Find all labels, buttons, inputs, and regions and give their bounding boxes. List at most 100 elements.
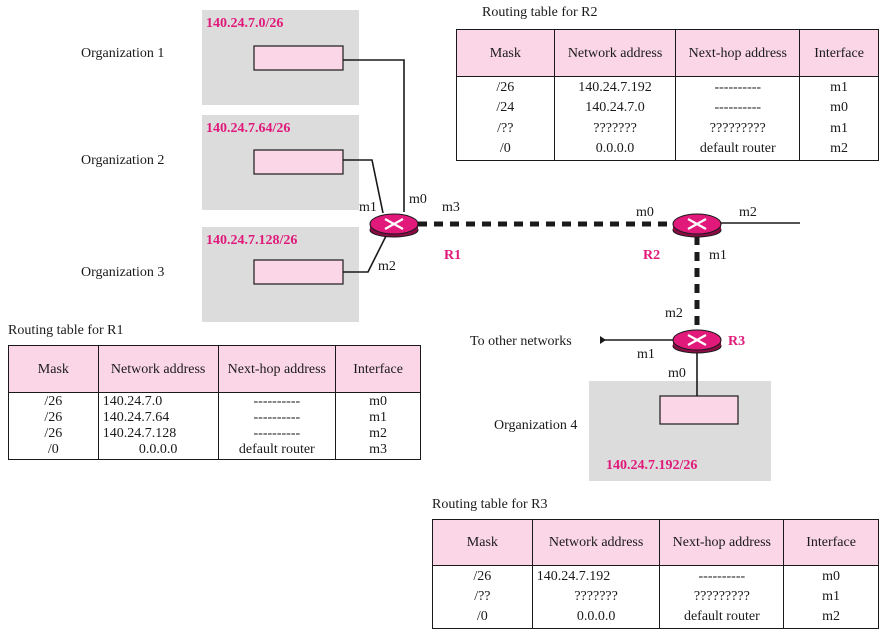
header-mask: Mask xyxy=(8,345,99,393)
org3-prefix: 140.24.7.128/26 xyxy=(206,233,297,248)
table-row: /26 140.24.7.128 ---------- m2 xyxy=(8,426,421,442)
cell: m1 xyxy=(799,76,879,98)
header-interface: Interface xyxy=(335,345,421,393)
r1-routing-table: Mask Network address Next-hop address In… xyxy=(8,345,421,460)
cell: ---------- xyxy=(217,426,337,442)
header-network: Network address xyxy=(553,29,677,77)
table-row: /0 0.0.0.0 default router m2 xyxy=(432,607,879,629)
cell: 0.0.0.0 xyxy=(553,139,677,161)
router-r3 xyxy=(672,329,722,354)
cell: default router xyxy=(675,139,801,161)
r1-m0: m0 xyxy=(409,192,427,207)
cell: m1 xyxy=(335,410,421,426)
org1-node xyxy=(253,45,344,71)
arrow-other xyxy=(600,336,606,344)
r3-routing-table: Mask Network address Next-hop address In… xyxy=(432,519,879,629)
link-r1-org1 xyxy=(343,59,405,212)
cell: ---------- xyxy=(659,565,785,587)
header-interface: Interface xyxy=(799,29,879,77)
table-row: /0 0.0.0.0 default router m2 xyxy=(456,139,879,161)
cell: m1 xyxy=(799,118,879,140)
router-r2 xyxy=(672,213,722,238)
r2-m1: m1 xyxy=(709,248,727,263)
cell: m2 xyxy=(783,607,879,629)
header-network: Network address xyxy=(97,345,219,393)
cell: m3 xyxy=(335,442,421,460)
cell: default router xyxy=(217,442,337,460)
cell: ---------- xyxy=(217,410,337,426)
r3-name: R3 xyxy=(728,334,745,349)
cell: ????????? xyxy=(659,586,785,608)
cell: 140.24.7.192 xyxy=(553,76,677,98)
org1-prefix: 140.24.7.0/26 xyxy=(206,16,283,31)
cell: default router xyxy=(659,607,785,629)
cell: ---------- xyxy=(675,97,801,119)
header-network: Network address xyxy=(531,519,661,566)
r1-m1: m1 xyxy=(359,200,377,215)
link-r1-org2 xyxy=(343,159,384,214)
cell: m0 xyxy=(783,565,879,587)
cell: /?? xyxy=(432,586,533,608)
org2-label: Organization 2 xyxy=(81,153,164,168)
header-interface: Interface xyxy=(783,519,879,566)
cell: /24 xyxy=(456,97,555,119)
r3-m1: m1 xyxy=(637,347,655,362)
r1-table-title: Routing table for R1 xyxy=(8,323,124,338)
header-mask: Mask xyxy=(456,29,555,77)
table-row: /26 140.24.7.64 ---------- m1 xyxy=(8,410,421,426)
cell: 140.24.7.128 xyxy=(97,426,219,442)
header-mask: Mask xyxy=(432,519,533,566)
org1-label: Organization 1 xyxy=(81,46,164,61)
org2-prefix: 140.24.7.64/26 xyxy=(206,121,290,136)
cell: /0 xyxy=(432,607,533,629)
router-r1 xyxy=(369,213,419,238)
r2-table-title: Routing table for R2 xyxy=(482,5,598,20)
table-row: /24 140.24.7.0 ---------- m0 xyxy=(456,97,879,119)
org4-node xyxy=(659,395,739,425)
header-next-hop: Next-hop address xyxy=(659,519,785,566)
cell: /26 xyxy=(8,426,99,442)
org3-node xyxy=(253,259,344,285)
cell: /26 xyxy=(8,392,99,410)
cell: 140.24.7.0 xyxy=(553,97,677,119)
cell: ---------- xyxy=(675,76,801,98)
link-r1-org3 xyxy=(343,235,387,273)
table-row: /?? ??????? ????????? m1 xyxy=(456,118,879,140)
cell: 140.24.7.192 xyxy=(531,565,661,587)
cell: ??????? xyxy=(531,586,661,608)
cell: ????????? xyxy=(675,118,801,140)
cell: m2 xyxy=(799,139,879,161)
cell: /26 xyxy=(456,76,555,98)
r2-routing-table: Mask Network address Next-hop address In… xyxy=(456,29,879,161)
header-next-hop: Next-hop address xyxy=(675,29,801,77)
r2-m2: m2 xyxy=(739,205,757,220)
header-next-hop: Next-hop address xyxy=(217,345,337,393)
r3-m0: m0 xyxy=(668,366,686,381)
cell: m2 xyxy=(335,426,421,442)
org4-prefix: 140.24.7.192/26 xyxy=(606,458,697,473)
cell: ---------- xyxy=(217,392,337,410)
org3-label: Organization 3 xyxy=(81,265,164,280)
cell: 140.24.7.64 xyxy=(97,410,219,426)
cell: m0 xyxy=(799,97,879,119)
cell: 0.0.0.0 xyxy=(531,607,661,629)
r2-m0: m0 xyxy=(636,205,654,220)
r1-name: R1 xyxy=(444,248,461,263)
r1-m2: m2 xyxy=(378,259,396,274)
cell: /0 xyxy=(456,139,555,161)
cell: 140.24.7.0 xyxy=(97,392,219,410)
cell: 0.0.0.0 xyxy=(97,442,219,460)
r1-m3: m3 xyxy=(442,200,460,215)
table-row: /?? ??????? ????????? m1 xyxy=(432,586,879,608)
table-row: /26 140.24.7.0 ---------- m0 xyxy=(8,392,421,410)
cell: /26 xyxy=(8,410,99,426)
cell: m0 xyxy=(335,392,421,410)
r3-m2: m2 xyxy=(665,306,683,321)
cell: m1 xyxy=(783,586,879,608)
other-networks-label: To other networks xyxy=(470,334,572,349)
cell: /?? xyxy=(456,118,555,140)
org2-node xyxy=(253,149,344,175)
cell: /0 xyxy=(8,442,99,460)
